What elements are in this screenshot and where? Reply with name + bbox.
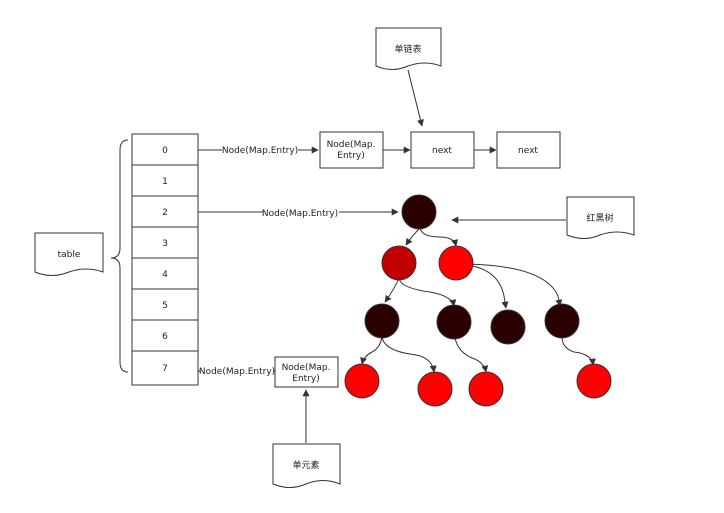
linked-list-head-line2: Entry) bbox=[337, 151, 364, 161]
tree-node bbox=[438, 245, 474, 281]
single-element-callout-label: 单元素 bbox=[292, 459, 319, 471]
tree-node bbox=[576, 363, 612, 399]
red-black-tree-callout-label: 红黑树 bbox=[586, 212, 613, 224]
table-index: 1 bbox=[162, 177, 168, 187]
edge-label-bg bbox=[263, 206, 339, 220]
table-cell bbox=[131, 133, 199, 166]
tree-node-root bbox=[401, 194, 437, 230]
single-element-node bbox=[274, 356, 339, 388]
tree-node bbox=[436, 304, 472, 340]
table-index: 7 bbox=[162, 364, 168, 374]
table-label-shape: table bbox=[34, 232, 104, 276]
red-black-tree bbox=[344, 194, 612, 407]
tree-node bbox=[381, 245, 417, 281]
table-cell bbox=[131, 226, 199, 259]
table-cell bbox=[131, 288, 199, 321]
single-element-line2: Entry) bbox=[292, 374, 319, 384]
table-index: 5 bbox=[162, 301, 168, 311]
linked-list-next-node-1 bbox=[410, 131, 475, 169]
table-label: table bbox=[58, 250, 81, 260]
linked-list-callout: 单链表 bbox=[375, 27, 442, 70]
tree-node bbox=[344, 363, 380, 399]
tree-edges bbox=[360, 227, 596, 373]
single-element-callout: 单元素 bbox=[272, 443, 341, 488]
tree-node bbox=[364, 303, 400, 339]
table-index: 4 bbox=[162, 270, 168, 280]
edge-label-bg bbox=[222, 143, 298, 157]
tree-node bbox=[544, 303, 580, 339]
tree-node bbox=[417, 371, 453, 407]
edge-label-row0: Node(Map.Entry) bbox=[222, 146, 298, 156]
linked-list-head-line1: Node(Map. bbox=[327, 140, 376, 150]
table-cell bbox=[131, 164, 199, 197]
edge-label-row7: Node(Map.Entry) bbox=[199, 367, 275, 377]
linked-list-next-label-2: next bbox=[518, 146, 538, 156]
edge-label-row2: Node(Map.Entry) bbox=[262, 209, 338, 219]
tree-node bbox=[490, 309, 526, 345]
linked-list-next-node-2 bbox=[496, 131, 561, 169]
edge-label-bg bbox=[201, 364, 273, 378]
table-cell bbox=[131, 350, 199, 386]
linked-list-callout-arrow bbox=[407, 69, 424, 127]
single-element-line1: Node(Map. bbox=[282, 363, 331, 373]
linked-list-head-node bbox=[319, 131, 384, 169]
table-index: 2 bbox=[162, 208, 168, 218]
red-black-tree-callout: 红黑树 bbox=[566, 196, 635, 239]
table-index: 3 bbox=[162, 239, 168, 249]
linked-list-callout-label: 单链表 bbox=[394, 43, 421, 55]
tree-node bbox=[468, 371, 504, 407]
table-brace bbox=[110, 139, 129, 373]
linked-list-next-label-1: next bbox=[432, 146, 452, 156]
table-index: 0 bbox=[162, 146, 168, 156]
hash-table: 0 1 2 3 4 5 6 7 bbox=[131, 133, 199, 386]
table-index: 6 bbox=[162, 332, 168, 342]
